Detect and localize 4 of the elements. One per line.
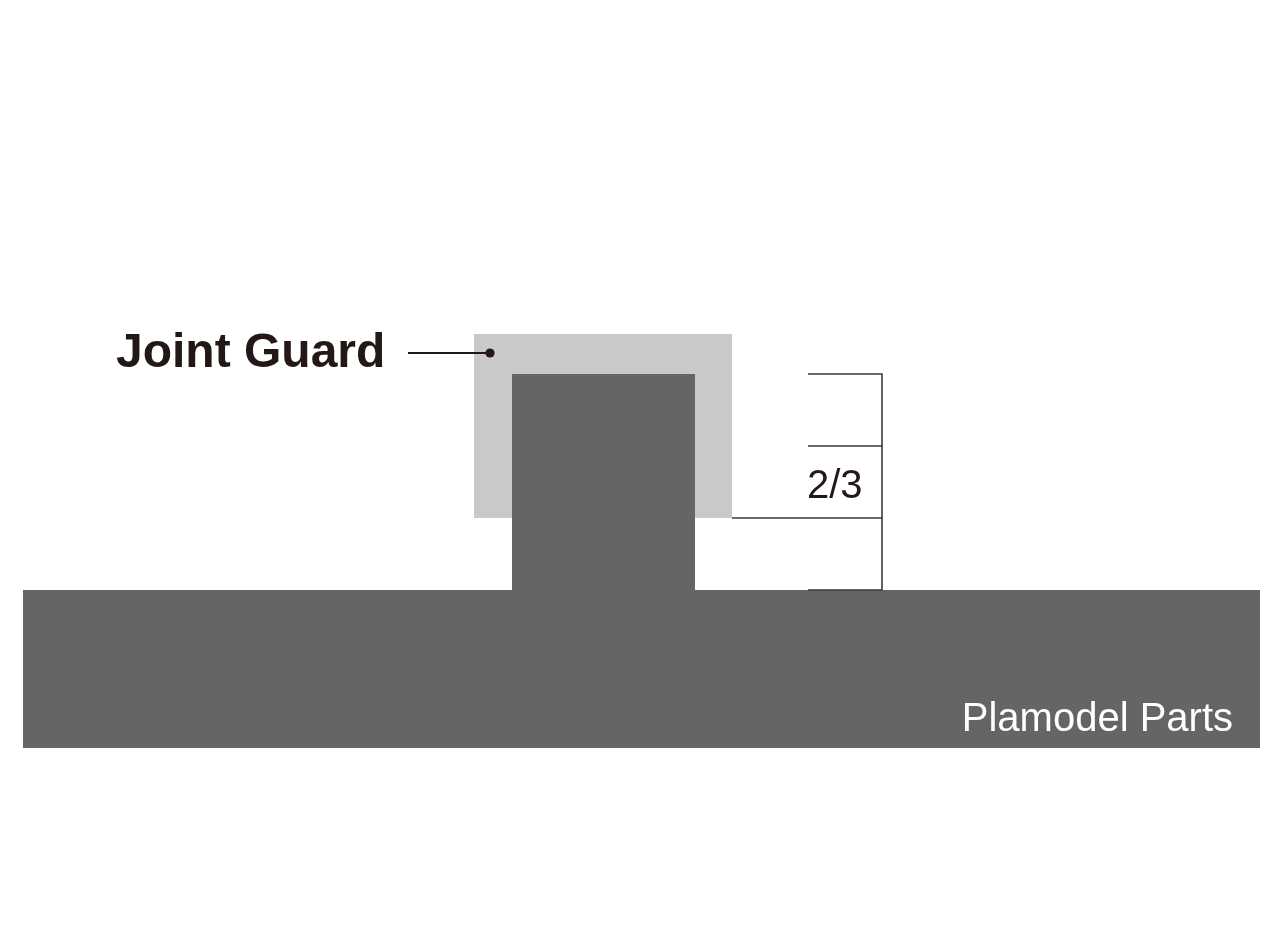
part-label: Joint Guard: [116, 323, 386, 379]
leader-line: [407, 348, 495, 358]
part-label: Plamodel Parts: [961, 694, 1233, 741]
dimension-label: 2/3: [807, 461, 863, 508]
